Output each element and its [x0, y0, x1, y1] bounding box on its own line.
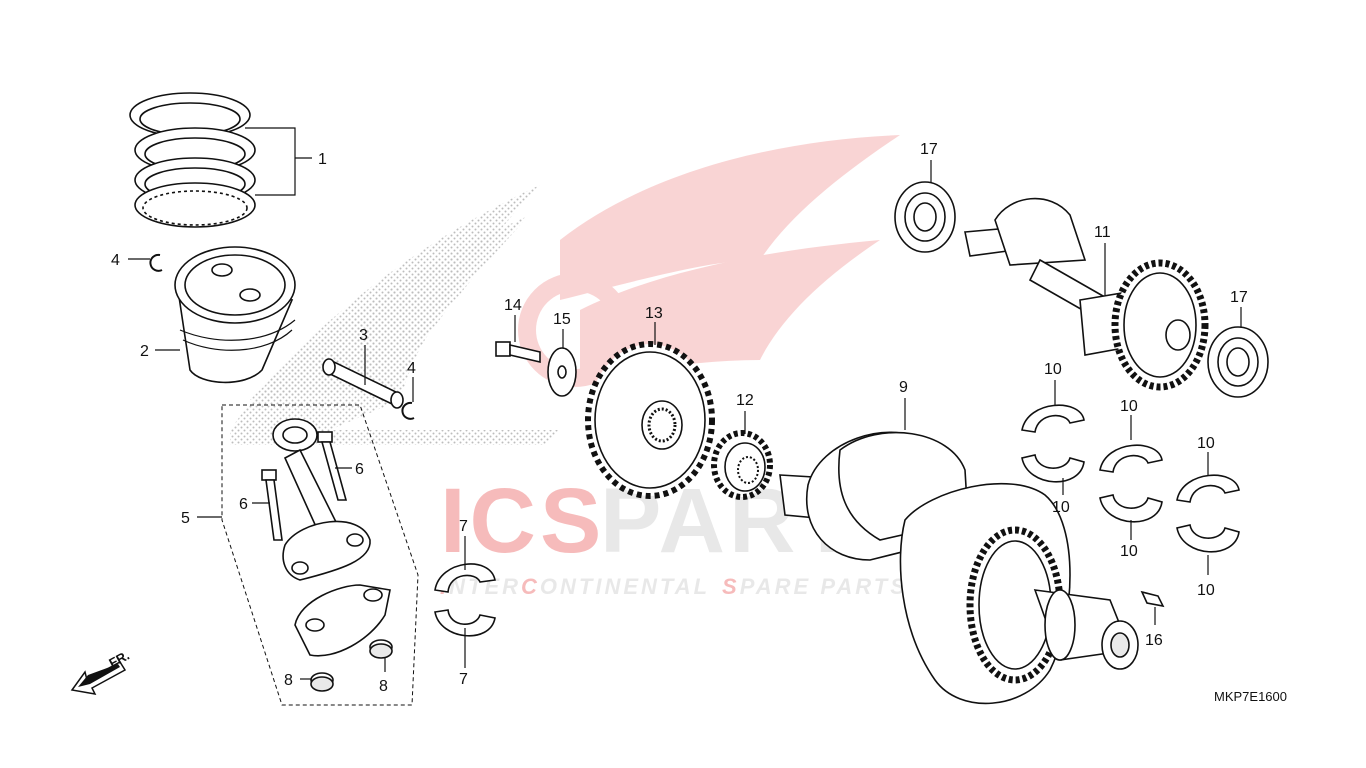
callout-13: 13 — [645, 305, 663, 322]
callout-10-f: 10 — [1197, 582, 1215, 599]
callout-6-right: 6 — [355, 461, 364, 478]
piston-ring-set — [129, 92, 256, 228]
callout-8-right: 8 — [379, 678, 388, 695]
crankshaft — [779, 431, 1139, 705]
front-direction-arrow: FR. — [70, 648, 132, 695]
callout-2: 2 — [140, 343, 149, 360]
main-bearing-2-lower — [1099, 494, 1163, 523]
connecting-rod-cap — [294, 584, 391, 657]
connecting-rod-nut-right — [369, 639, 393, 659]
leader-lines — [128, 160, 1242, 680]
callout-6-left: 6 — [239, 496, 248, 513]
callout-17-right: 17 — [1230, 289, 1248, 306]
callout-3: 3 — [359, 327, 368, 344]
connecting-rod-bolt-left — [261, 469, 283, 541]
piston — [174, 246, 296, 384]
callout-7-upper: 7 — [459, 518, 468, 535]
diagram-code: MKP7E1600 — [1214, 689, 1287, 704]
callout-9: 9 — [899, 379, 908, 396]
balancer-bearing-top — [894, 181, 956, 253]
callout-4-right: 4 — [407, 360, 416, 377]
conrod-bearing-lower — [434, 609, 496, 637]
main-bearing-3-lower — [1176, 524, 1240, 553]
callout-10-e: 10 — [1197, 435, 1215, 452]
callout-17-top: 17 — [920, 141, 938, 158]
balancer-shaft — [964, 197, 1209, 391]
connecting-rod-nut-left — [310, 672, 334, 692]
main-bearing-1-upper — [1021, 404, 1085, 433]
callout-15: 15 — [553, 311, 571, 328]
sprocket-gear — [711, 430, 773, 500]
conrod-bearing-upper — [434, 563, 496, 593]
connecting-rod-bolt-right — [317, 431, 348, 501]
balancer-bearing-right — [1207, 326, 1269, 398]
piston-pin-clip-left — [149, 253, 163, 272]
callout-10-a: 10 — [1044, 361, 1062, 378]
piston-pin — [322, 358, 404, 409]
callout-16: 16 — [1145, 632, 1163, 649]
callout-10-c: 10 — [1120, 398, 1138, 415]
callout-1: 1 — [318, 151, 327, 168]
callout-numbers: 1 2 3 4 4 5 6 6 7 7 8 8 9 10 10 10 10 10… — [111, 141, 1248, 695]
watermark-brand-red: ICS — [440, 470, 605, 572]
woodruff-key — [1140, 590, 1165, 608]
primary-drive-gear — [585, 341, 715, 499]
callout-14: 14 — [504, 297, 522, 314]
callout-10-b: 10 — [1052, 499, 1070, 516]
callout-10-d: 10 — [1120, 543, 1138, 560]
main-bearing-1-lower — [1021, 454, 1085, 483]
gear-bolt — [495, 341, 541, 364]
watermark-tagline: INTERCONTINENTALSPARE PARTS — [440, 574, 908, 599]
main-bearing-2-upper — [1099, 444, 1163, 473]
main-bearing-3-upper — [1176, 474, 1240, 503]
connecting-rod-group-outline — [221, 404, 419, 706]
red-wing-watermark — [518, 135, 900, 387]
connecting-rod — [272, 418, 371, 581]
callout-7-lower: 7 — [459, 671, 468, 688]
callout-4-left: 4 — [111, 252, 120, 269]
callout-11: 11 — [1094, 224, 1111, 241]
callout-5: 5 — [181, 510, 190, 527]
washer — [547, 347, 577, 397]
callout-12: 12 — [736, 392, 754, 409]
callout-8-left: 8 — [284, 672, 293, 689]
piston-pin-clip-right — [401, 401, 415, 420]
